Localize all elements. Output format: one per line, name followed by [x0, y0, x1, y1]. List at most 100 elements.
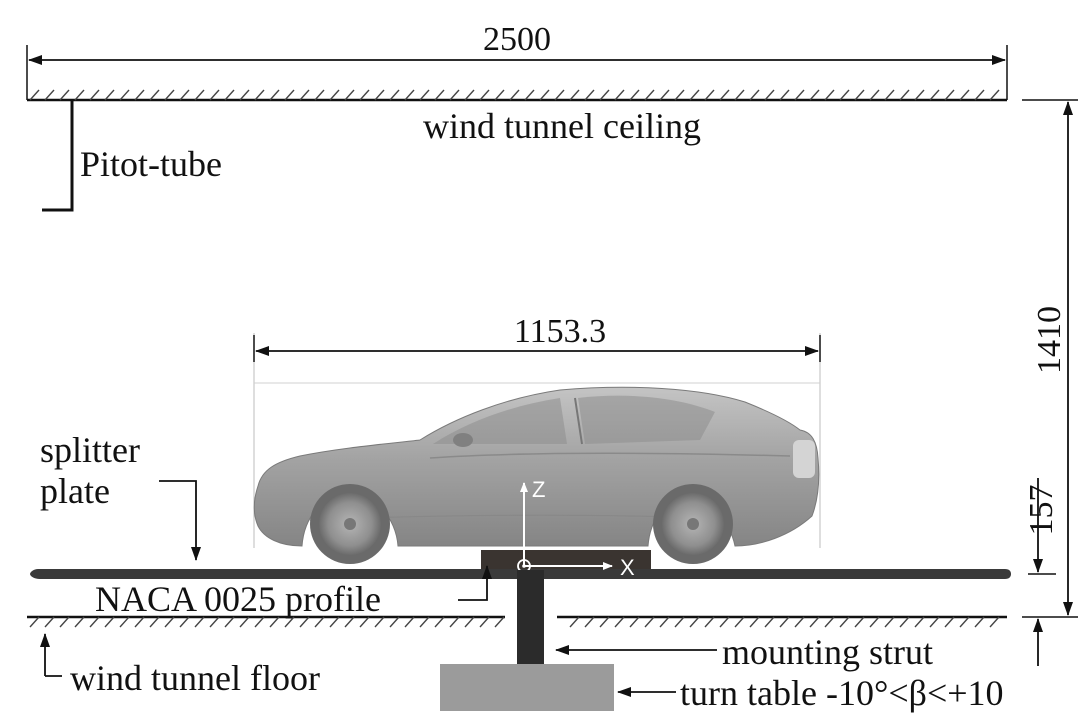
hatch-mark — [584, 616, 595, 628]
hatch-mark — [134, 616, 145, 628]
hatch-mark — [974, 89, 985, 101]
hatch-mark — [824, 89, 835, 101]
car-length-label: 1153.3 — [514, 313, 606, 350]
hatch-mark — [644, 89, 655, 101]
hatch-mark — [314, 616, 325, 628]
hatch-mark — [704, 616, 715, 628]
hatch-mark — [494, 616, 505, 628]
hatch-mark — [44, 89, 55, 101]
hatch-mark — [299, 89, 310, 101]
hatch-mark — [644, 616, 655, 628]
hatch-mark — [794, 89, 805, 101]
floor-label: wind tunnel floor — [70, 658, 320, 698]
hatch-mark — [254, 616, 265, 628]
front-wheel — [310, 484, 390, 564]
hatch-mark — [944, 616, 955, 628]
hatch-mark — [299, 616, 310, 628]
car-model — [253, 386, 820, 564]
splitter-height-label: 157 — [1023, 485, 1060, 536]
wind-tunnel-ceiling: wind tunnel ceiling — [27, 89, 1007, 146]
hatch-mark — [29, 616, 40, 628]
hatch-mark — [134, 89, 145, 101]
hatch-mark — [104, 616, 115, 628]
hatch-mark — [239, 616, 250, 628]
hatch-mark — [569, 89, 580, 101]
hatch-mark — [464, 616, 475, 628]
tunnel-width-label: 2500 — [483, 21, 551, 58]
hatch-mark — [614, 616, 625, 628]
hatch-mark — [809, 89, 820, 101]
hatch-mark — [734, 89, 745, 101]
hatch-mark — [794, 616, 805, 628]
hatch-mark — [314, 89, 325, 101]
hatch-mark — [494, 89, 505, 101]
hatch-mark — [869, 616, 880, 628]
hatch-mark — [674, 89, 685, 101]
hatch-mark — [569, 616, 580, 628]
hatch-mark — [434, 89, 445, 101]
hatch-mark — [44, 616, 55, 628]
hatch-mark — [734, 616, 745, 628]
hatch-mark — [884, 616, 895, 628]
hatch-mark — [284, 616, 295, 628]
splitter-height-dimension: 157 — [1023, 478, 1060, 666]
hatch-mark — [899, 616, 910, 628]
hatch-mark — [719, 89, 730, 101]
hatch-mark — [989, 89, 1000, 101]
hatch-mark — [479, 89, 490, 101]
turn-table-label: turn table -10°<β<+10 — [680, 673, 1004, 713]
hatch-mark — [359, 89, 370, 101]
hatch-mark — [209, 616, 220, 628]
hatch-mark — [119, 616, 130, 628]
hatch-mark — [749, 89, 760, 101]
hatch-mark — [674, 616, 685, 628]
hatch-mark — [869, 89, 880, 101]
hatch-mark — [854, 616, 865, 628]
hatch-mark — [194, 616, 205, 628]
hatch-mark — [434, 616, 445, 628]
z-axis-label: Z — [532, 477, 545, 502]
hatch-mark — [629, 616, 640, 628]
hatch-mark — [974, 616, 985, 628]
tunnel-height-label: 1410 — [1031, 306, 1068, 374]
tunnel-height-dimension: 1410 — [1022, 99, 1078, 618]
pitot-tube-label: Pitot-tube — [80, 144, 222, 184]
hatch-mark — [59, 616, 70, 628]
hatch-mark — [344, 89, 355, 101]
hatch-mark — [359, 616, 370, 628]
hatch-mark — [239, 89, 250, 101]
hatch-mark — [104, 89, 115, 101]
hatch-mark — [209, 89, 220, 101]
hatch-mark — [959, 616, 970, 628]
hatch-mark — [404, 616, 415, 628]
naca-profile-label: NACA 0025 profile — [95, 579, 381, 619]
hatch-mark — [344, 616, 355, 628]
hatch-mark — [389, 616, 400, 628]
hatch-mark — [749, 616, 760, 628]
hatch-mark — [524, 89, 535, 101]
hatch-mark — [449, 89, 460, 101]
hatch-mark — [554, 89, 565, 101]
hatch-mark — [464, 89, 475, 101]
hatch-mark — [779, 89, 790, 101]
hatch-mark — [269, 616, 280, 628]
hatch-mark — [374, 616, 385, 628]
hatch-mark — [764, 616, 775, 628]
hatch-mark — [89, 89, 100, 101]
hatch-mark — [809, 616, 820, 628]
hatch-mark — [614, 89, 625, 101]
hatch-mark — [179, 89, 190, 101]
hatch-mark — [179, 616, 190, 628]
hatch-mark — [149, 616, 160, 628]
hatch-mark — [719, 616, 730, 628]
hatch-mark — [269, 89, 280, 101]
hatch-mark — [839, 616, 850, 628]
hatch-mark — [149, 89, 160, 101]
hatch-mark — [284, 89, 295, 101]
ceiling-label: wind tunnel ceiling — [423, 106, 701, 146]
hatch-mark — [899, 89, 910, 101]
hatch-mark — [689, 89, 700, 101]
hatch-mark — [914, 89, 925, 101]
hatch-mark — [989, 616, 1000, 628]
hatch-mark — [404, 89, 415, 101]
